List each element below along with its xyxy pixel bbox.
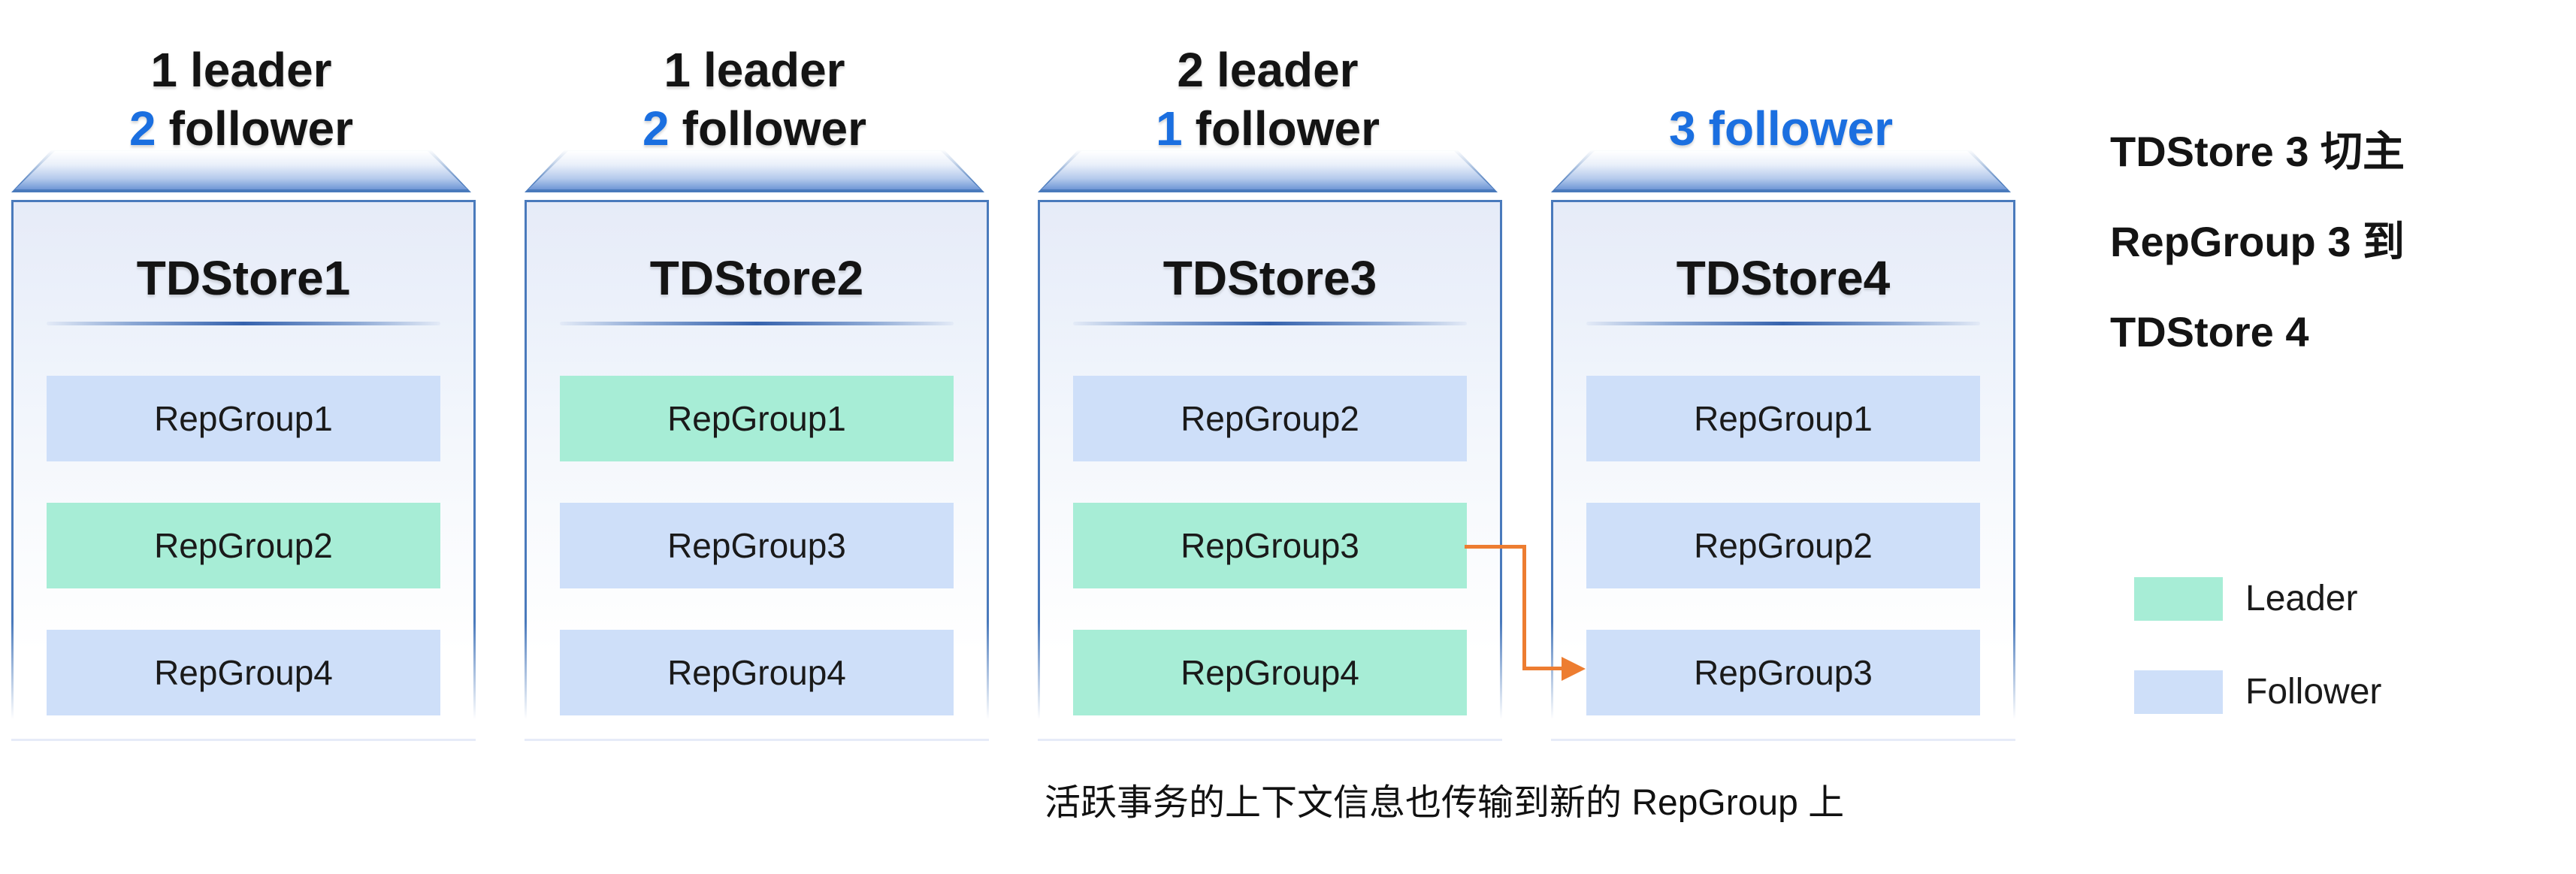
annotation-line: TDStore 3 切主 <box>2110 128 2405 175</box>
store-roof-face <box>15 151 467 189</box>
store-roof-face <box>1555 151 2007 189</box>
annotation-line: RepGroup 3 到 <box>2110 218 2405 265</box>
repgroup-label: RepGroup4 <box>1181 653 1359 692</box>
store-title: TDStore1 <box>136 251 351 305</box>
repgroup-chip: RepGroup3 <box>560 503 954 588</box>
header-role: follower <box>682 101 866 156</box>
title-divider <box>1073 322 1467 325</box>
transfer-arrow-segment <box>1465 545 1525 549</box>
repgroup-chip: RepGroup2 <box>1586 503 1980 588</box>
title-divider <box>47 322 440 325</box>
side-annotation: TDStore 3 切主 RepGroup 3 到 TDStore 4 <box>2110 107 2405 377</box>
header-count: 2 <box>1177 43 1205 97</box>
repgroup-chip: RepGroup4 <box>1073 630 1467 715</box>
repgroup-label: RepGroup1 <box>667 399 846 438</box>
header-count: 1 <box>150 43 178 97</box>
follower-swatch <box>2134 670 2223 714</box>
repgroup-label: RepGroup3 <box>667 526 846 565</box>
repgroup-chip: RepGroup3 <box>1073 503 1467 588</box>
transfer-arrow-segment <box>1522 667 1563 670</box>
header-role: follower <box>168 101 353 156</box>
header-count: 2 <box>129 101 156 156</box>
repgroup-label: RepGroup3 <box>1694 653 1873 692</box>
store-roof <box>1038 150 1498 192</box>
repgroup-chip: RepGroup2 <box>1073 376 1467 461</box>
title-divider <box>1586 322 1980 325</box>
repgroup-label: RepGroup2 <box>1181 399 1359 438</box>
annotation-line: TDStore 4 <box>2110 308 2309 355</box>
repgroup-label: RepGroup4 <box>667 653 846 692</box>
header-role: leader <box>190 43 332 97</box>
store-body: TDStore3 RepGroup2 RepGroup3 RepGroup4 <box>1038 200 1502 741</box>
header-role: follower <box>1708 101 1893 156</box>
repgroup-chip: RepGroup1 <box>47 376 440 461</box>
header-count: 2 <box>642 101 670 156</box>
store-roof-face <box>528 151 981 189</box>
repgroup-chip: RepGroup4 <box>47 630 440 715</box>
repgroup-chip: RepGroup3 <box>1586 630 1980 715</box>
arrowhead-icon <box>1562 657 1586 681</box>
header-role: leader <box>1217 43 1359 97</box>
repgroup-chip: RepGroup4 <box>560 630 954 715</box>
bottom-caption: 活跃事务的上下文信息也传输到新的 RepGroup 上 <box>1045 783 1845 823</box>
repgroup-label: RepGroup3 <box>1181 526 1359 565</box>
header-count: 1 <box>664 43 691 97</box>
repgroup-label: RepGroup4 <box>154 653 333 692</box>
header-role: leader <box>703 43 845 97</box>
repgroup-chip: RepGroup1 <box>560 376 954 461</box>
header-role: follower <box>1195 101 1380 156</box>
legend: Leader Follower <box>2134 577 2381 764</box>
repgroup-chip: RepGroup2 <box>47 503 440 588</box>
store-body: TDStore4 RepGroup1 RepGroup2 RepGroup3 <box>1551 200 2015 741</box>
store-title: TDStore2 <box>649 251 864 305</box>
header-count: 1 <box>1156 101 1183 156</box>
store-title: TDStore3 <box>1163 251 1377 305</box>
repgroup-label: RepGroup2 <box>154 526 333 565</box>
store-roof <box>1551 150 2011 192</box>
transfer-arrow-segment <box>1522 545 1526 670</box>
repgroup-chip: RepGroup1 <box>1586 376 1980 461</box>
repgroup-label: RepGroup1 <box>1694 399 1873 438</box>
legend-label: Follower <box>2245 672 2382 712</box>
store-roof <box>11 150 471 192</box>
store-title: TDStore4 <box>1676 251 1891 305</box>
store-body: TDStore2 RepGroup1 RepGroup3 RepGroup4 <box>525 200 989 741</box>
repgroup-label: RepGroup1 <box>154 399 333 438</box>
legend-item-leader: Leader <box>2134 577 2381 621</box>
repgroup-label: RepGroup2 <box>1694 526 1873 565</box>
header-count: 3 <box>1669 101 1696 156</box>
store-body: TDStore1 RepGroup1 RepGroup2 RepGroup4 <box>11 200 476 741</box>
title-divider <box>560 322 954 325</box>
store-roof-face <box>1042 151 1494 189</box>
leader-swatch <box>2134 577 2223 621</box>
store-roof <box>525 150 984 192</box>
legend-item-follower: Follower <box>2134 670 2381 714</box>
legend-label: Leader <box>2245 579 2358 618</box>
